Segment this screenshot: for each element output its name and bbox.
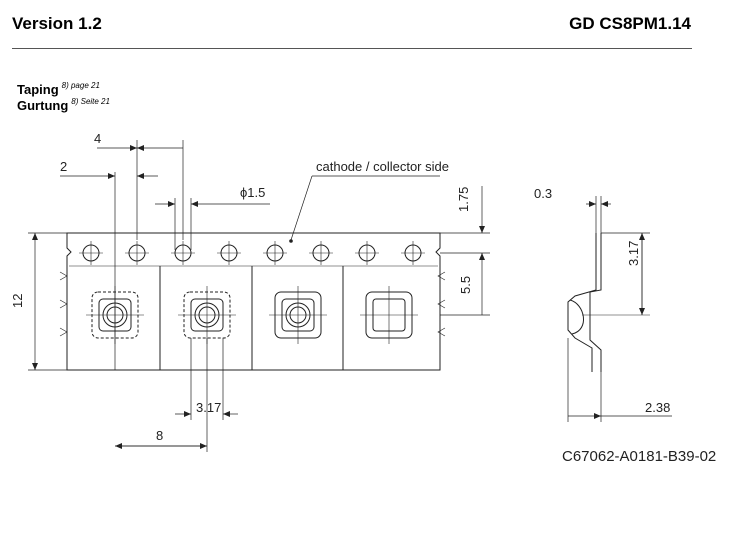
version-label: Version 1.2	[12, 14, 102, 33]
sprocket-holes	[79, 241, 425, 265]
pocket-2	[178, 286, 236, 344]
dim-0-3: 0.3	[534, 186, 552, 201]
document-id: GD CS8PM1.14	[569, 14, 691, 33]
footnote-ref-seite: 8) Seite 21	[71, 97, 110, 106]
dim-2-38: 2.38	[645, 400, 670, 415]
side-view-profile	[567, 233, 650, 372]
dim-diameter-1-5: ϕ1.5	[240, 185, 265, 200]
dim-5-5: 5.5	[458, 276, 473, 294]
drawing-number: C67062-A0181-B39-02	[562, 448, 716, 465]
dim-3-17: 3.17	[196, 400, 221, 415]
pocket-4-empty	[360, 286, 418, 344]
dim-12: 12	[10, 294, 25, 308]
header-rule	[12, 48, 692, 49]
dim-4: 4	[94, 131, 101, 146]
dim-3-17-side: 3.17	[626, 241, 641, 266]
cathode-label: cathode / collector side	[316, 159, 449, 174]
footnote-ref-page: 8) page 21	[61, 81, 100, 90]
pocket-3	[269, 286, 327, 344]
dim-2: 2	[60, 159, 67, 174]
tape-outline	[66, 232, 441, 371]
dim-1-75: 1.75	[456, 187, 471, 212]
dim-8: 8	[156, 428, 163, 443]
